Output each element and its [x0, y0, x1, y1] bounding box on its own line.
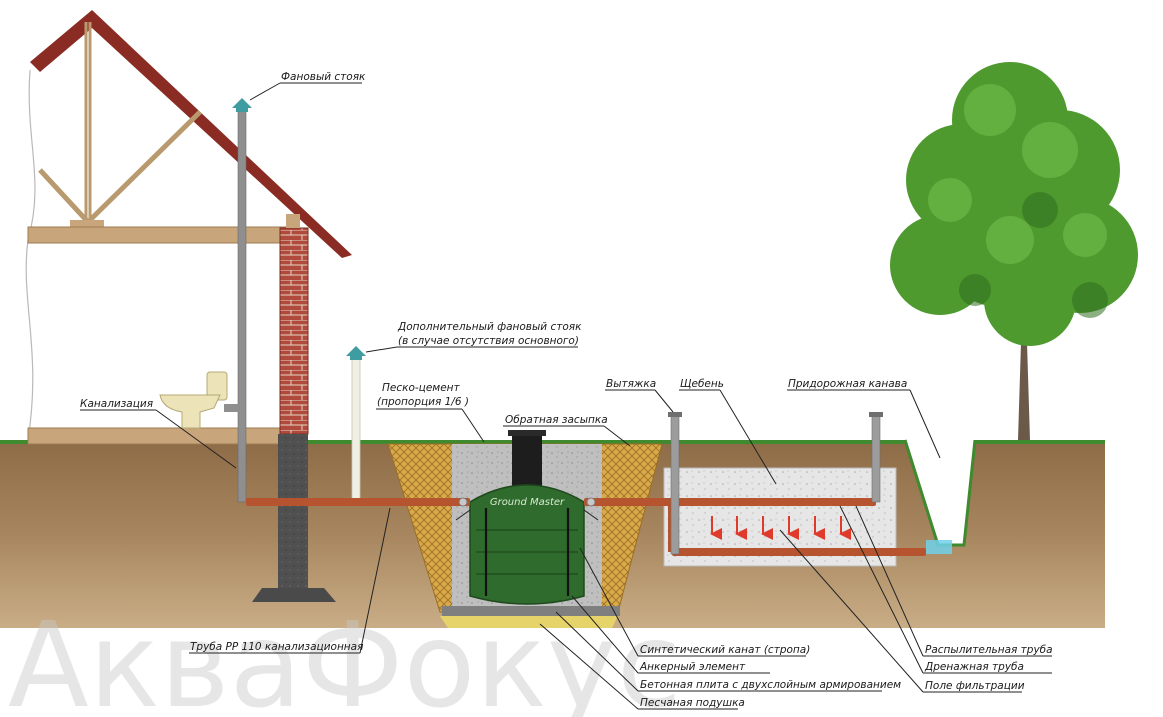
- label-drain-pipe: Дренажная труба: [924, 661, 1024, 673]
- attic-floor: [27, 226, 291, 244]
- tree: [890, 62, 1138, 440]
- ditch-water: [926, 540, 952, 554]
- label-rope: Синтетический канат (стропа): [640, 644, 810, 656]
- label-sand-cement-1: Песко-цемент: [382, 382, 461, 394]
- label-sand-cement-2: (пропорция 1/6 ): [377, 396, 469, 408]
- ground-floor: [27, 427, 291, 445]
- exhaust-risers: [668, 412, 883, 555]
- label-exhaust: Вытяжка: [606, 378, 656, 390]
- concrete-slab: [442, 606, 620, 616]
- label-extra-riser-1: Дополнительный фановый стояк: [397, 321, 582, 333]
- labels: Фановый стояк Дополнительный фановый сто…: [80, 71, 1053, 710]
- spray-pipe: [584, 498, 876, 506]
- fan-riser: [224, 98, 252, 503]
- foundation-footing: [252, 588, 336, 602]
- brick-wall: [279, 227, 309, 435]
- house: [0, 0, 352, 602]
- label-pipe: Труба PP 110 канализационная: [190, 641, 363, 653]
- roof: [30, 10, 352, 258]
- toilet: [159, 371, 228, 429]
- label-sewer: Канализация: [80, 398, 153, 410]
- label-slab: Бетонная плита с двухслойным армирование…: [640, 679, 901, 691]
- label-fan-riser: Фановый стояк: [281, 71, 366, 83]
- foundation: [278, 434, 308, 588]
- label-sand-pad: Песчаная подушка: [640, 697, 745, 709]
- label-gravel: Щебень: [680, 378, 724, 390]
- label-spray-pipe: Распылительная труба: [925, 644, 1053, 656]
- septic-tank: Ground Master: [455, 430, 599, 605]
- label-filter-field: Поле фильтрации: [925, 680, 1025, 692]
- label-roadside-ditch: Придорожная канава: [788, 378, 907, 390]
- tank-brand: Ground Master: [490, 497, 565, 508]
- label-anchor: Анкерный элемент: [639, 661, 746, 673]
- label-backfill: Обратная засыпка: [505, 414, 608, 426]
- infiltration-arrows: [710, 516, 851, 540]
- label-extra-riser-2: (в случае отсутствия основного): [398, 335, 579, 347]
- sand-pad: [440, 616, 618, 628]
- sewer-pipes: [246, 497, 926, 556]
- watermark: АкваФокус: [8, 596, 682, 717]
